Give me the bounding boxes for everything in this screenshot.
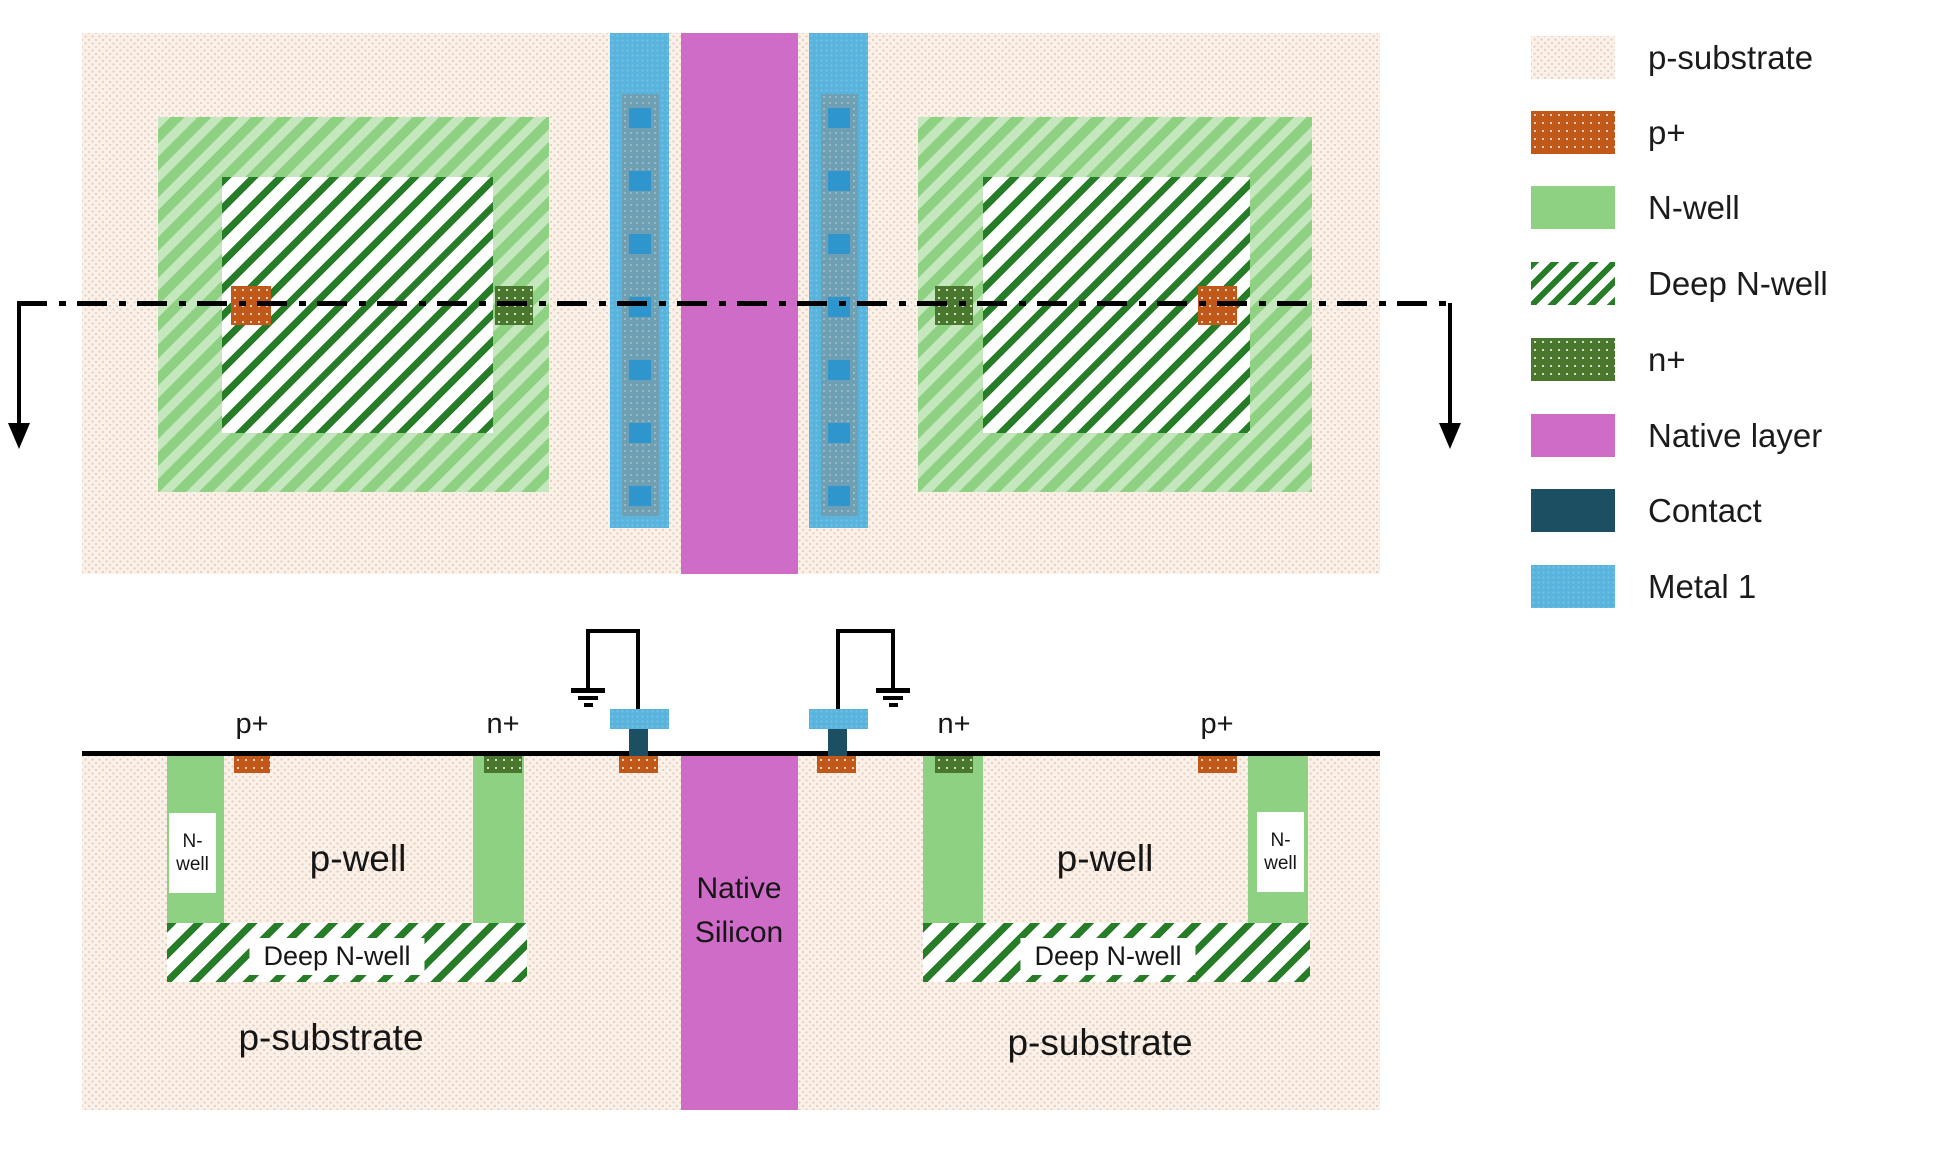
via <box>828 108 850 128</box>
section-cut-line <box>17 301 1454 306</box>
legend-row: N-well <box>1531 186 1740 229</box>
metal1-strip-left <box>610 33 669 528</box>
p-plus-implant-center-right <box>817 756 856 773</box>
legend-swatch-metal-1 <box>1531 565 1615 608</box>
deep-nwell-label-right: Deep N-well <box>1020 938 1196 975</box>
wire-right <box>836 629 840 709</box>
legend-label: Metal 1 <box>1648 567 1757 605</box>
p-plus-implant-center-left <box>619 756 658 773</box>
contact-plug-left <box>629 729 648 756</box>
arrow-down-icon <box>8 423 30 449</box>
contact-plug-right <box>828 729 847 756</box>
native-silicon-label: Native Silicon <box>695 867 783 955</box>
p-well-label-right: p-well <box>1056 838 1154 879</box>
arrow-down-icon <box>1439 423 1461 449</box>
native-label-line: Silicon <box>694 916 784 949</box>
via <box>828 234 850 254</box>
legend-row: Deep N-well <box>1531 262 1828 305</box>
p-well-label-left: p-well <box>309 838 407 879</box>
nwell-label-line: well <box>1264 853 1297 874</box>
section-arrow-left <box>17 303 21 425</box>
p-plus-label-right: p+ <box>1200 708 1234 740</box>
ground-symbol-left <box>584 703 593 707</box>
p-substrate-label-left: p-substrate <box>238 1017 424 1058</box>
wire-right <box>891 629 895 689</box>
ground-symbol-left <box>571 688 605 693</box>
legend-row: Metal 1 <box>1531 565 1756 608</box>
wire-left <box>586 629 590 689</box>
p-plus-implant-right <box>1198 756 1237 773</box>
nwell-label-line: N- <box>182 831 203 852</box>
nwell-label-box-right: N- well <box>1257 812 1304 892</box>
legend-label: Contact <box>1648 491 1762 529</box>
nwell-label-box-left: N- well <box>169 813 216 893</box>
nwell-label-line: N- <box>1270 830 1291 851</box>
p-plus-implant-left <box>234 756 270 773</box>
wire-right <box>836 629 895 633</box>
via <box>828 486 850 506</box>
ground-symbol-right <box>883 696 903 700</box>
via <box>629 171 651 191</box>
legend-swatch-n-well <box>1531 186 1615 229</box>
legend-swatch-p-plus <box>1531 111 1615 154</box>
deep-nwell-label-left: Deep N-well <box>249 938 425 975</box>
legend-swatch-native-layer <box>1531 414 1615 457</box>
legend-row: n+ <box>1531 338 1686 381</box>
n-plus-implant-left <box>484 756 522 773</box>
via <box>629 360 651 380</box>
legend-label: N-well <box>1648 188 1740 226</box>
n-plus-label-right: n+ <box>937 708 971 740</box>
legend-label: p-substrate <box>1648 38 1814 76</box>
n-plus-implant-right <box>935 756 973 773</box>
legend-row: Native layer <box>1531 414 1822 457</box>
legend-swatch-n-plus <box>1531 338 1615 381</box>
metal1-bar-right <box>809 709 868 729</box>
legend-row: p-substrate <box>1531 36 1813 79</box>
ground-symbol-left <box>578 696 598 700</box>
via <box>629 423 651 443</box>
ground-symbol-right <box>889 703 898 707</box>
nwell-strip-left-inner <box>473 756 524 923</box>
section-arrow-right <box>1448 303 1452 425</box>
via <box>629 486 651 506</box>
legend-swatch-contact <box>1531 489 1615 532</box>
via <box>828 423 850 443</box>
via <box>828 171 850 191</box>
p-plus-label-left: p+ <box>235 708 269 740</box>
p-substrate-label-right: p-substrate <box>1007 1022 1193 1063</box>
native-label-line: Native <box>696 872 782 905</box>
via <box>629 234 651 254</box>
legend-row: p+ <box>1531 111 1686 154</box>
nwell-label-line: well <box>176 854 209 875</box>
legend-label: p+ <box>1648 113 1686 151</box>
metal1-bar-left <box>610 709 669 729</box>
silicon-surface-line <box>82 751 1380 756</box>
ground-symbol-right <box>876 688 910 693</box>
native-silicon-region <box>681 756 798 1110</box>
n-plus-label-left: n+ <box>486 708 520 740</box>
legend-swatch-deep-n-well <box>1531 262 1615 305</box>
wire-left <box>636 629 640 709</box>
legend-label: n+ <box>1648 340 1686 378</box>
legend-row: Contact <box>1531 489 1762 532</box>
via <box>629 108 651 128</box>
legend-swatch-p-substrate <box>1531 36 1615 79</box>
legend-label: Native layer <box>1648 416 1823 454</box>
wire-left <box>586 629 640 633</box>
via <box>828 360 850 380</box>
nwell-strip-right-inner <box>923 756 983 923</box>
legend-label: Deep N-well <box>1648 264 1828 302</box>
